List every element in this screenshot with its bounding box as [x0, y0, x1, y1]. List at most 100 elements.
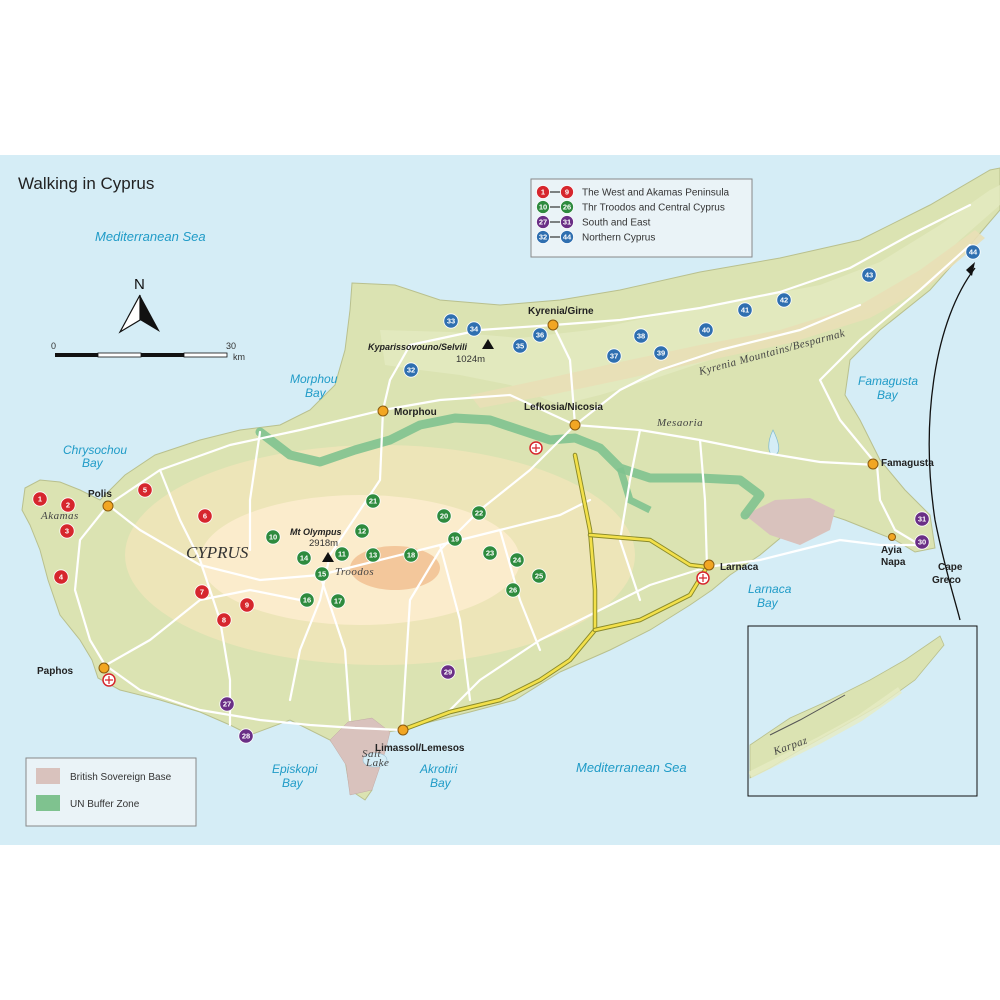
walk-marker-circle: [443, 313, 459, 329]
troodos-label: Troodos: [335, 566, 374, 578]
salt-lake: [362, 752, 388, 768]
walk-marker-number: 41: [741, 306, 749, 315]
walk-marker-number: 36: [536, 331, 544, 340]
town-polis: Polis: [88, 489, 112, 500]
walk-marker-circle: [314, 566, 330, 582]
walk-marker-circle: [653, 345, 669, 361]
walk-marker-2: 2: [60, 497, 76, 513]
walk-marker-number: 38: [637, 332, 645, 341]
kyrenia-range: [470, 230, 985, 408]
airport-larnaca-icon: [696, 571, 710, 585]
legend-sovereign-label: British Sovereign Base: [70, 772, 172, 783]
inset-pointer-arrow: [928, 267, 976, 621]
akrotiri-bay-label: Akrotiri: [419, 762, 458, 776]
walk-marker-8: 8: [216, 612, 232, 628]
walk-marker-23: 23: [482, 545, 498, 561]
walk-marker-circle: [334, 546, 350, 562]
walk-marker-circle: [447, 531, 463, 547]
town-morphou: Morphou: [394, 407, 437, 418]
walk-marker-circle: [219, 696, 235, 712]
chrysochou-bay-label: Chrysochou: [63, 443, 127, 457]
peak-olympus-icon: [322, 552, 334, 562]
north-label: N: [134, 276, 145, 293]
walk-marker-9: 9: [239, 597, 255, 613]
peak-olympus-height: 2918m: [309, 538, 338, 549]
walk-marker-number: 15: [318, 570, 326, 579]
town-cape-greco-2: Greco: [932, 575, 961, 586]
walk-marker-circle: [440, 664, 456, 680]
legend-to-marker: [560, 185, 574, 199]
sovereign-base-akrotiri: [329, 717, 391, 796]
town-famagusta: Famagusta: [881, 458, 934, 469]
walk-marker-20: 20: [436, 508, 452, 524]
scale-bar: [55, 352, 228, 358]
walk-marker-circle: [365, 493, 381, 509]
walk-marker-19: 19: [447, 531, 463, 547]
legend-route-label: South and East: [582, 218, 651, 229]
walk-marker-circle: [776, 292, 792, 308]
salt-lake-label-2: Lake: [365, 757, 389, 769]
inset-arrowhead-icon: [966, 262, 975, 276]
walk-marker-number: 25: [535, 572, 543, 581]
walk-marker-17: 17: [330, 593, 346, 609]
legend-route-label: Northern Cyprus: [582, 233, 655, 244]
scale-unit: km: [233, 352, 245, 362]
sea-label-north: Mediterranean Sea: [95, 229, 206, 244]
walk-marker-33: 33: [443, 313, 459, 329]
walk-marker-11: 11: [334, 546, 350, 562]
legend-from-number: 1: [541, 188, 545, 197]
walk-marker-21: 21: [365, 493, 381, 509]
walk-marker-circle: [137, 482, 153, 498]
walk-marker-number: 12: [358, 527, 366, 536]
walk-marker-24: 24: [509, 552, 525, 568]
walk-marker-circle: [59, 523, 75, 539]
walk-marker-18: 18: [403, 547, 419, 563]
walk-marker-31: 31: [914, 511, 930, 527]
cyprus-map: Walking in Cyprus Mediterranean Sea Medi…: [0, 155, 1000, 845]
walk-marker-26: 26: [505, 582, 521, 598]
walk-marker-number: 39: [657, 349, 665, 358]
town-cape-greco: Cape: [938, 562, 963, 573]
walk-marker-number: 29: [444, 668, 452, 677]
walk-marker-37: 37: [606, 348, 622, 364]
legend-from-marker: [536, 200, 550, 214]
salt-lake-label: Salt: [362, 748, 382, 760]
peak-olympus-name: Mt Olympus: [290, 527, 342, 537]
walk-marker-39: 39: [653, 345, 669, 361]
walk-marker-5: 5: [137, 482, 153, 498]
walk-marker-circle: [914, 511, 930, 527]
peak-selvili-name: Kyparissovouno/Selvili: [368, 342, 468, 352]
karpaz-inset: [747, 625, 978, 797]
famagusta-bay-label: Famagusta: [858, 374, 918, 388]
legend-from-number: 27: [539, 218, 547, 227]
sea-label-south: Mediterranean Sea: [576, 760, 687, 775]
walk-marker-number: 8: [222, 616, 226, 625]
walk-marker-3: 3: [59, 523, 75, 539]
motorways: [399, 452, 710, 733]
walk-marker-15: 15: [314, 566, 330, 582]
walk-marker-number: 13: [369, 551, 377, 560]
episkopi-bay-label-2: Bay: [282, 776, 304, 790]
walk-marker-number: 31: [918, 515, 926, 524]
town-nicosia: Lefkosia/Nicosia: [524, 402, 603, 413]
walk-marker-circle: [403, 547, 419, 563]
walk-marker-circle: [436, 508, 452, 524]
walk-marker-number: 2: [66, 501, 70, 510]
walk-marker-number: 43: [865, 271, 873, 280]
minor-roads: [73, 203, 972, 732]
chrysochou-bay-label-2: Bay: [82, 456, 104, 470]
town-ayia-napa-2: Napa: [881, 557, 906, 568]
scale-end: 30: [226, 341, 236, 351]
peak-selvili-height: 1024m: [456, 354, 485, 365]
walk-marker-42: 42: [776, 292, 792, 308]
legend-to-number: 44: [563, 233, 572, 242]
town-markers: [98, 319, 896, 736]
un-buffer-zone: [255, 413, 765, 520]
legend-from-marker: [536, 230, 550, 244]
walk-marker-circle: [32, 491, 48, 507]
walk-marker-25: 25: [531, 568, 547, 584]
walk-marker-number: 32: [407, 366, 415, 375]
walk-marker-number: 40: [702, 326, 710, 335]
